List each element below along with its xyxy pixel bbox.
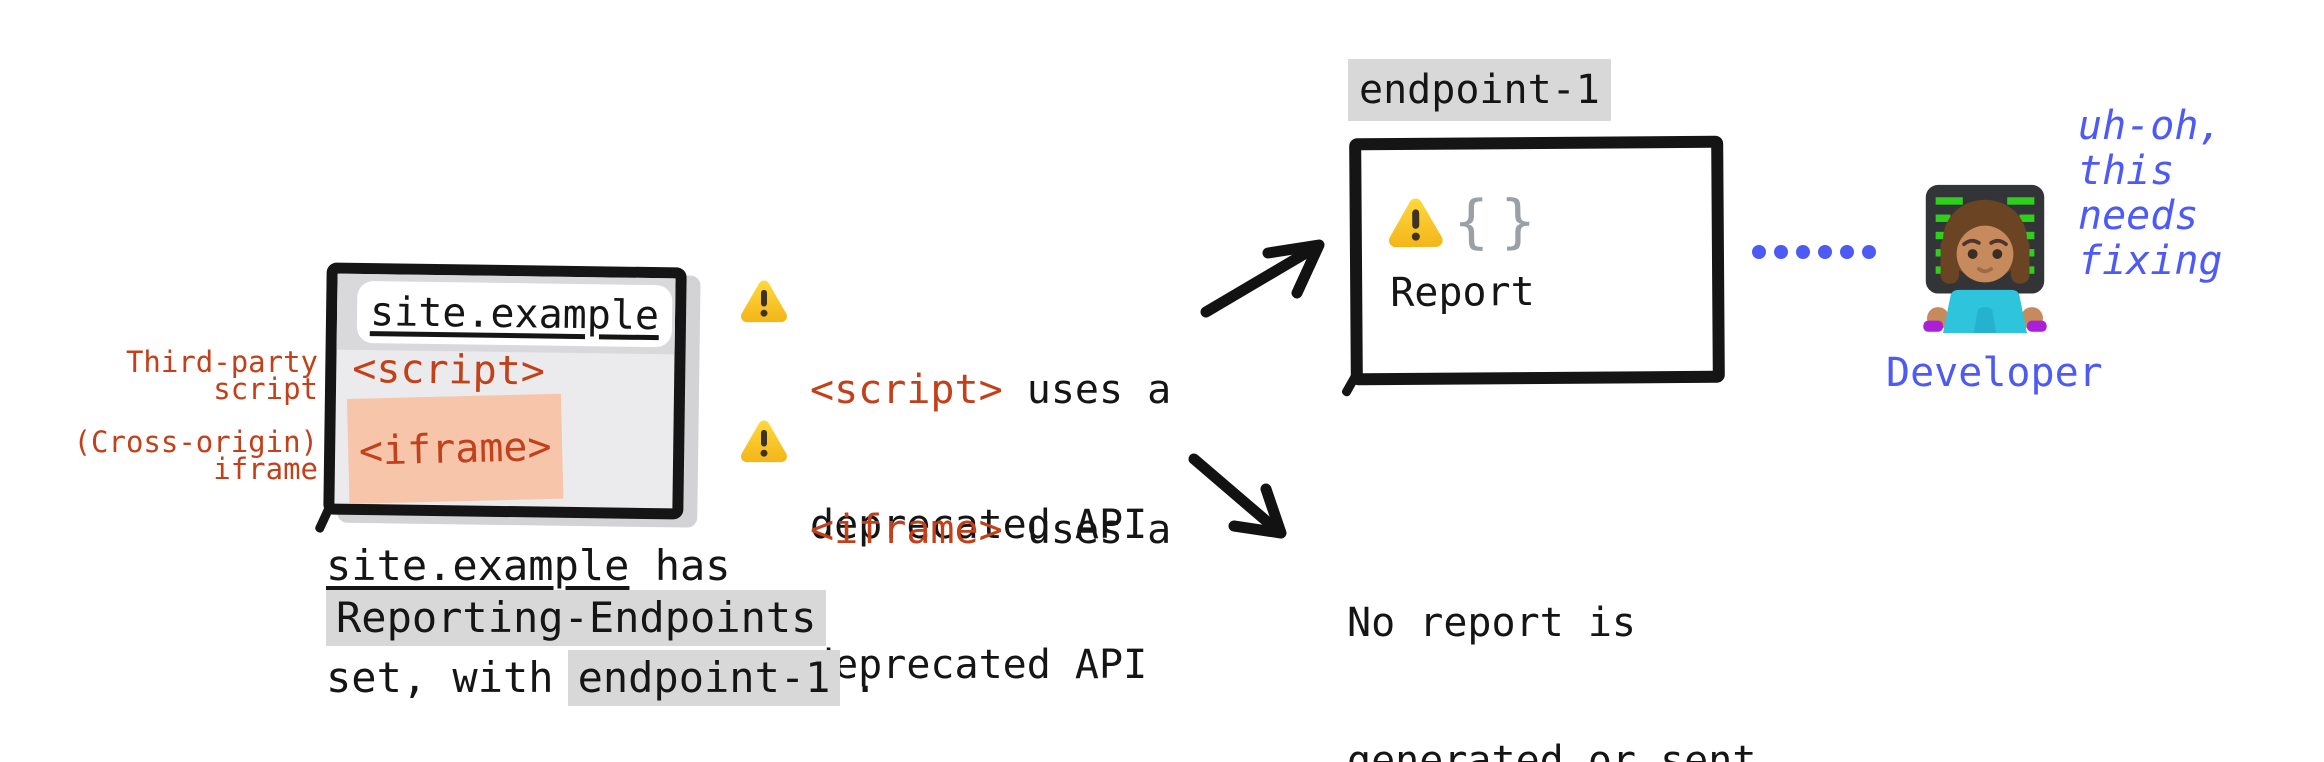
- dot: [1818, 245, 1832, 259]
- third-party-script-label: Third-party script: [125, 345, 318, 406]
- address-bar: site.example: [356, 280, 673, 348]
- warning-icon: [740, 414, 788, 467]
- developer-thought-text: uh-oh, this needs fixing: [2078, 104, 2223, 284]
- caption-set-with: set, with: [326, 653, 554, 702]
- endpoint-box: {} Report: [1349, 135, 1725, 386]
- curly-braces-icon: {}: [1453, 186, 1548, 256]
- caption-has: has: [629, 541, 731, 590]
- warning-line2: deprecated API: [810, 642, 1148, 688]
- arrow-to-no-report: [1188, 453, 1287, 539]
- script-warning-text: <script> uses a deprecated API: [810, 278, 1171, 638]
- thought-line: needs: [2078, 193, 2199, 239]
- dot: [1796, 245, 1810, 259]
- warning-tail: uses a: [1002, 367, 1172, 413]
- report-label: Report: [1390, 269, 1535, 317]
- caption-line-3: set, with endpoint-1.: [326, 650, 878, 706]
- no-report-line1: No report is: [1347, 600, 1636, 646]
- browser-window: site.example <script> <iframe>: [323, 262, 687, 520]
- thought-line: uh-oh,: [2078, 103, 2223, 149]
- warning-icon: [1388, 196, 1444, 248]
- script-tag: <script>: [351, 345, 546, 395]
- address-url: site.example: [369, 289, 660, 340]
- arrow-to-endpoint: [1200, 239, 1325, 318]
- dot: [1840, 245, 1854, 259]
- endpoint-label: endpoint-1: [1348, 59, 1611, 121]
- dotted-connector: [1752, 245, 1876, 259]
- thought-line: this: [2078, 148, 2175, 194]
- caption-endpoint-chip: endpoint-1: [567, 650, 841, 706]
- iframe-highlight: <iframe>: [346, 393, 564, 504]
- warning-icon: [740, 274, 788, 327]
- browser-toolbar: site.example: [336, 273, 676, 355]
- side-label-line: script: [213, 372, 318, 406]
- dot: [1752, 245, 1766, 259]
- woman-technologist-emoji: [1906, 180, 2064, 333]
- caption-site: site.example: [326, 541, 630, 590]
- dot: [1862, 245, 1876, 259]
- thought-line: fixing: [2078, 238, 2223, 284]
- caption-line-1: site.example has: [326, 538, 731, 594]
- iframe-tag: <iframe>: [358, 423, 553, 475]
- caption-header-chip: Reporting-Endpoints: [326, 590, 827, 646]
- warning-tail: uses a: [1002, 507, 1172, 553]
- warning-code: <script>: [810, 367, 1003, 413]
- iframe-warning-text: <iframe> uses a deprecated API: [810, 418, 1171, 762]
- no-report-line2: generated or sent.: [1347, 738, 1781, 762]
- side-label-line: iframe: [213, 452, 318, 486]
- dot: [1774, 245, 1788, 259]
- warning-line2: deprecated API: [810, 502, 1148, 548]
- side-label-line: Third-party: [125, 345, 318, 379]
- caption-period: .: [852, 653, 878, 702]
- iframe-warning-row: <iframe> uses a deprecated API: [740, 414, 1171, 762]
- script-warning-row: <script> uses a deprecated API: [740, 274, 1171, 638]
- report-icon-row: {}: [1388, 186, 1548, 256]
- caption-line-2: Reporting-Endpoints: [326, 590, 827, 646]
- developer-label: Developer: [1886, 350, 2103, 396]
- warning-code: <iframe>: [810, 507, 1003, 553]
- side-label-line: (Cross-origin): [73, 425, 318, 459]
- cross-origin-iframe-label: (Cross-origin) iframe: [73, 425, 318, 486]
- no-report-text: No report is generated or sent.: [1347, 508, 1780, 762]
